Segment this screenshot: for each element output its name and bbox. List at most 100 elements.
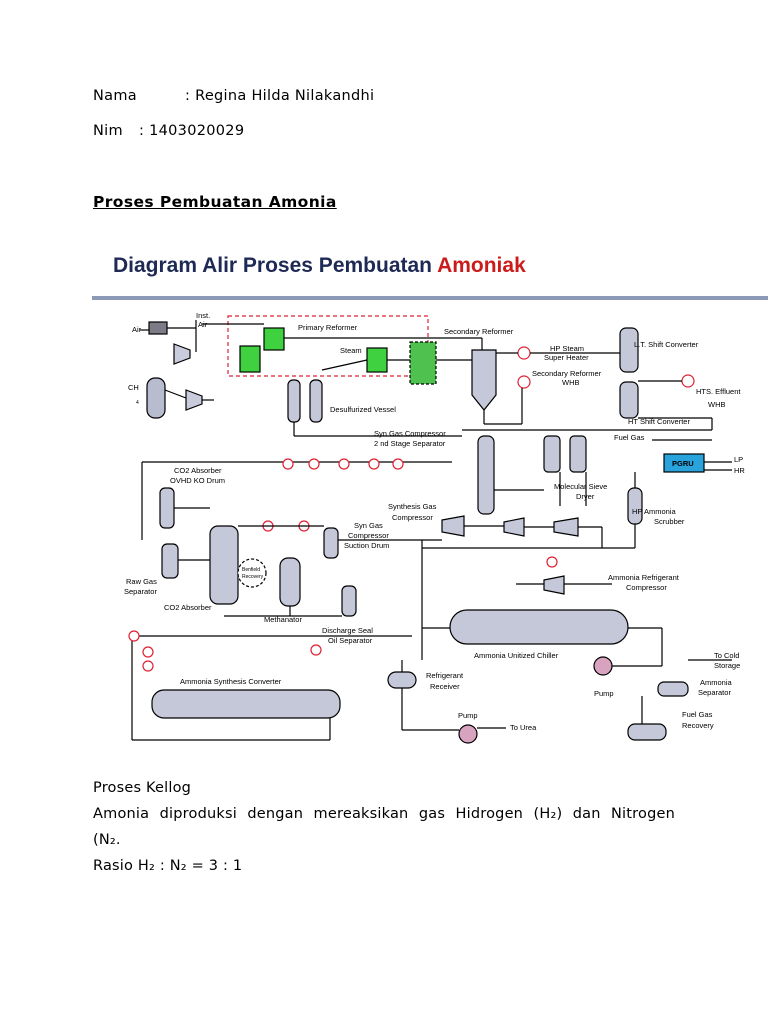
primary-reformer-box bbox=[227, 315, 429, 377]
label-refrigerant: Refrigerant bbox=[426, 671, 464, 680]
label-lt-shift: L.T. Shift Converter bbox=[634, 340, 699, 349]
diagram-title-accent: Amoniak bbox=[437, 254, 526, 277]
label-suction-drum: Suction Drum bbox=[344, 541, 389, 550]
nim-value: : 1403020029 bbox=[139, 123, 245, 139]
label-whb: WHB bbox=[562, 378, 580, 387]
syn-gas-2nd-stage-separator bbox=[477, 435, 495, 515]
label-inst-air-2: Air bbox=[198, 320, 208, 329]
co2-absorber bbox=[209, 525, 239, 605]
mol-sieve-1 bbox=[543, 435, 561, 473]
hp-ammonia-scrubber bbox=[627, 487, 643, 525]
label-hr: HR bbox=[734, 466, 745, 475]
label-syn-gas: Syn Gas bbox=[354, 521, 383, 530]
label-fuel-gas: Fuel Gas bbox=[614, 433, 645, 442]
label-pump: Pump bbox=[458, 711, 478, 720]
hts-effluent-whb bbox=[681, 374, 695, 388]
label-synthesis-gas: Synthesis Gas bbox=[388, 502, 437, 511]
label-receiver: Receiver bbox=[430, 682, 460, 691]
ovhd-ko-drum bbox=[159, 487, 175, 529]
label-co2-absorber: CO2 Absorber bbox=[164, 603, 212, 612]
label-ammonia-refrigerant: Ammonia Refrigerant bbox=[608, 573, 680, 582]
label-recovery-2: Recovery bbox=[682, 721, 714, 730]
secondary-reformer bbox=[471, 349, 497, 411]
label-molecular-sieve: Molecular Sieve bbox=[554, 482, 607, 491]
paragraph-continued: (N₂. bbox=[93, 832, 121, 848]
label-to-urea: To Urea bbox=[510, 723, 537, 732]
reformer-coil-2 bbox=[239, 345, 261, 373]
synthesis-gas-compressor bbox=[441, 515, 465, 537]
ammonia-separator bbox=[657, 681, 689, 697]
air-filter bbox=[148, 321, 168, 335]
process-flow-diagram: Air Inst. Air Primary Reformer Secondary… bbox=[124, 311, 745, 744]
label-hp-steam: HP Steam bbox=[550, 344, 584, 353]
raw-gas-separator bbox=[161, 543, 179, 579]
diagram-title: Diagram Alir Proses Pembuatan Amoniak bbox=[113, 254, 526, 278]
label-hp-ammonia: HP Ammonia bbox=[632, 507, 676, 516]
label-recovery: Recovery bbox=[242, 574, 264, 580]
label-secondary-reformer-whb: Secondary Reformer bbox=[532, 369, 602, 378]
label-pgru: PGRU bbox=[672, 459, 694, 468]
label-fuel-gas-2: Fuel Gas bbox=[682, 710, 713, 719]
label-ovhd-ko-drum: OVHD KO Drum bbox=[170, 476, 225, 485]
syn-compressor-stage-2 bbox=[503, 517, 525, 537]
mol-sieve-2 bbox=[569, 435, 587, 473]
name-label: Nama bbox=[93, 88, 137, 104]
ht-shift-converter bbox=[619, 381, 639, 419]
ammonia-refrigerant-compressor bbox=[543, 575, 565, 595]
label-ch4: CH bbox=[128, 383, 139, 392]
reformer-firebox bbox=[409, 341, 437, 385]
pump-cold-storage bbox=[593, 656, 613, 676]
refrigerant-receiver bbox=[387, 671, 417, 689]
label-ht-shift: HT Shift Converter bbox=[628, 417, 690, 426]
label-compressor-3: Compressor bbox=[626, 583, 667, 592]
air-compressor-icon bbox=[173, 343, 191, 365]
pgru-box bbox=[663, 453, 705, 473]
name-value: : Regina Hilda Nilakandhi bbox=[185, 88, 375, 104]
lt-shift-converter bbox=[619, 327, 639, 373]
section-title: Proses Kellog bbox=[93, 780, 192, 796]
benfield-recovery bbox=[237, 558, 267, 588]
ammonia-synthesis-converter bbox=[151, 689, 341, 719]
ratio-line: Rasio H₂ : N₂ = 3 : 1 bbox=[93, 858, 243, 874]
label-steam: Steam bbox=[340, 346, 362, 355]
label-secondary-reformer: Secondary Reformer bbox=[444, 327, 514, 336]
reformer-coil-1 bbox=[263, 327, 285, 351]
label-primary-reformer: Primary Reformer bbox=[298, 323, 358, 332]
sec-reformer-whb bbox=[517, 375, 531, 389]
label-ammonia-synthesis-converter: Ammonia Synthesis Converter bbox=[180, 677, 282, 686]
ammonia-unitized-chiller bbox=[449, 609, 629, 645]
label-benfield: Benfield bbox=[242, 567, 260, 573]
methanator bbox=[279, 557, 301, 607]
pump-urea bbox=[458, 724, 478, 744]
label-ammonia-unitized-chiller: Ammonia Unitized Chiller bbox=[474, 651, 559, 660]
label-methanator: Methanator bbox=[264, 615, 302, 624]
label-whb-2: WHB bbox=[708, 400, 726, 409]
label-dryer: Dryer bbox=[576, 492, 595, 501]
paragraph: Amonia diproduksi dengan mereaksikan gas… bbox=[93, 806, 675, 822]
syn-compressor-stage-3 bbox=[553, 517, 579, 537]
label-oil-separator: Oil Separator bbox=[328, 636, 373, 645]
label-compressor: Compressor bbox=[392, 513, 433, 522]
fuel-gas-recovery-drum bbox=[627, 723, 667, 741]
label-desulfurized-vessel: Desulfurized Vessel bbox=[330, 405, 396, 414]
title-rule bbox=[92, 296, 768, 300]
process-flow-figure: Diagram Alir Proses Pembuatan Amoniak bbox=[92, 240, 768, 750]
label-raw-gas: Raw Gas bbox=[126, 577, 157, 586]
label-to-cold: To Cold bbox=[714, 651, 739, 660]
label-lp: LP bbox=[734, 455, 743, 464]
label-separator-2: Separator bbox=[698, 688, 731, 697]
label-discharge-seal: Discharge Seal bbox=[322, 626, 373, 635]
label-air: Air bbox=[132, 325, 142, 334]
ch4-vessel bbox=[146, 377, 166, 419]
steam-coil bbox=[366, 347, 388, 373]
label-co2-absorber-top: CO2 Absorber bbox=[174, 466, 222, 475]
syn-gas-suction-drum bbox=[323, 527, 339, 559]
label-compressor-2: Compressor bbox=[348, 531, 389, 540]
label-pump-2: Pump bbox=[594, 689, 614, 698]
label-scrubber: Scrubber bbox=[654, 517, 685, 526]
label-storage: Storage bbox=[714, 661, 740, 670]
label-ammonia-separator: Ammonia bbox=[700, 678, 733, 687]
label-ch4-sub: 4 bbox=[136, 400, 139, 406]
label-separator: Separator bbox=[124, 587, 157, 596]
label-inst-air: Inst. bbox=[196, 311, 210, 320]
